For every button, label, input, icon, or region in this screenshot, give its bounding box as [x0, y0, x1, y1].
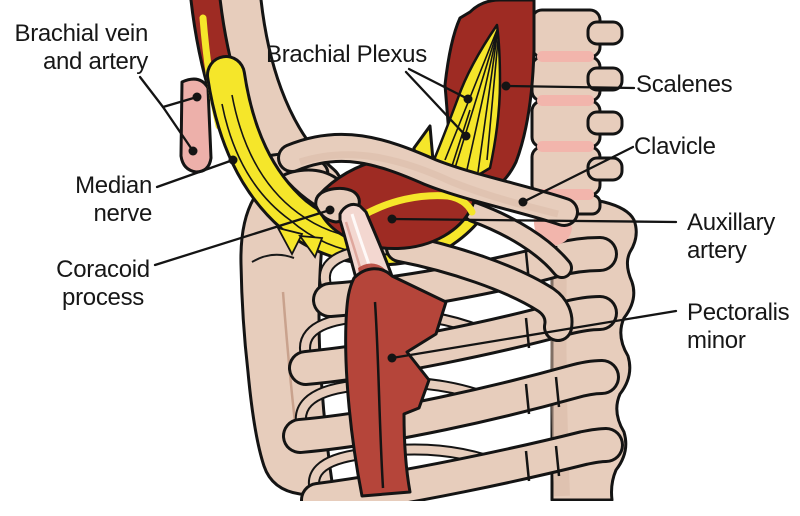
label-line: Scalenes [636, 71, 733, 98]
nerve-branch [298, 234, 324, 259]
leader-coracoid-process [153, 208, 332, 267]
label-line: artery [687, 237, 747, 264]
lateral-cord [358, 192, 476, 220]
dot-brachial-vein [188, 146, 198, 156]
label-line: Coracoid [56, 256, 150, 283]
label-line: Pectoralis [687, 299, 790, 326]
bottom-margin [0, 501, 800, 516]
dot-brachial-plexus [461, 131, 471, 141]
label-line: Clavicle [634, 133, 716, 160]
label-dots [188, 81, 528, 363]
leader-auxillary-artery [390, 217, 678, 224]
dot-clavicle [518, 197, 528, 207]
spinous-process [586, 66, 624, 92]
first-rib [385, 201, 574, 342]
plexus-fibers [444, 29, 499, 175]
leader-lines [138, 67, 678, 360]
label-line: Auxillary [687, 209, 775, 236]
dot-scalenes [501, 81, 511, 91]
cervical-vertebrae [530, 8, 624, 216]
intervertebral-disc [537, 95, 594, 106]
label-line: process [62, 284, 144, 311]
label-line: Brachial Plexus [266, 41, 427, 68]
dot-pectoralis [387, 353, 397, 363]
spinous-process [586, 110, 624, 136]
label-median-nerve: Median nerve [0, 172, 152, 228]
label-brachial-vein-artery: Brachial vein and artery [0, 20, 148, 76]
leader-scalenes [504, 84, 636, 90]
label-line: Median [75, 172, 152, 199]
label-pectoralis-minor: Pectoralis minor [687, 299, 790, 355]
leader-brachial-plexus [407, 67, 470, 101]
dot-auxillary [387, 214, 397, 224]
label-line: Brachial vein [14, 20, 148, 47]
intervertebral-disc [537, 141, 594, 152]
label-auxillary-artery: Auxillary artery [687, 209, 775, 265]
dot-median-nerve [228, 155, 238, 165]
pectoralis-minor-muscle [344, 267, 448, 498]
dot-coracoid [325, 205, 335, 215]
label-line: nerve [93, 200, 152, 227]
leader-median-nerve [155, 158, 235, 189]
intervertebral-disc [537, 51, 594, 62]
leader-clavicle [521, 145, 635, 204]
label-clavicle: Clavicle [634, 133, 716, 161]
label-scalenes: Scalenes [636, 71, 733, 99]
spinous-process [586, 20, 624, 46]
dot-brachial-artery [192, 92, 202, 102]
dot-brachial-plexus [463, 94, 473, 104]
leader-brachial-vein-artery [161, 105, 195, 153]
leader-brachial-plexus [404, 70, 468, 138]
label-line: and artery [42, 48, 148, 75]
nerve-branch [276, 226, 304, 256]
label-line: minor [687, 327, 746, 354]
label-brachial-plexus: Brachial Plexus [266, 41, 427, 69]
leader-pectoralis-minor [390, 309, 678, 360]
label-coracoid-process: Coracoid process [42, 256, 164, 312]
